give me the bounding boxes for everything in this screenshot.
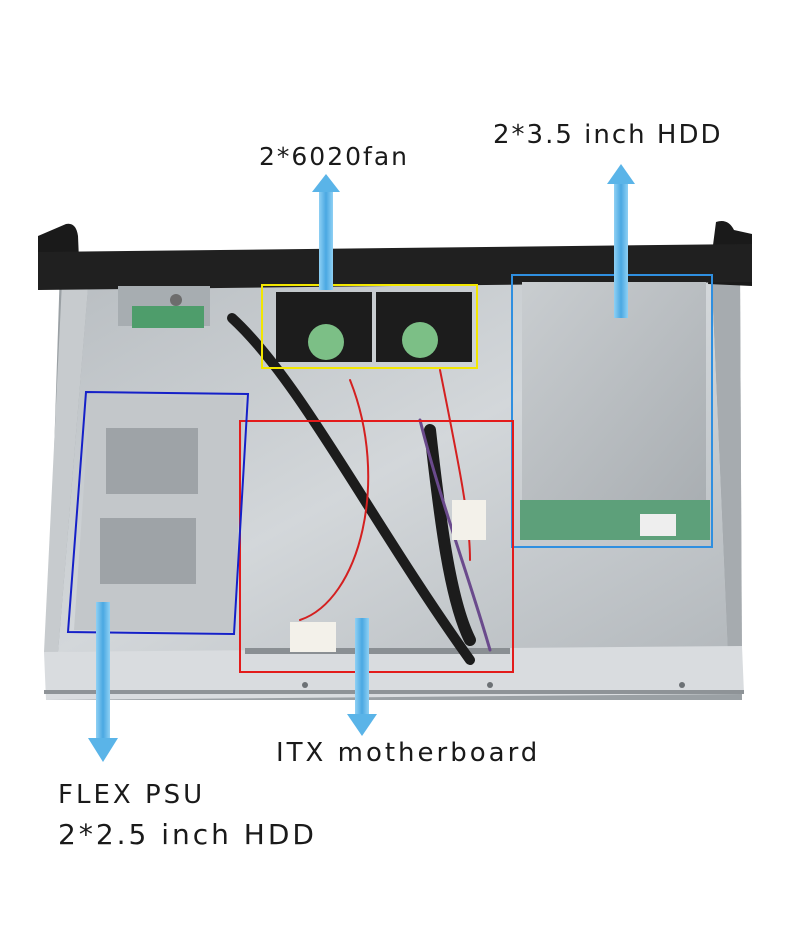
- arrow-itx: [347, 618, 377, 736]
- hdd35-drive: [520, 282, 710, 540]
- rack-front-bar: [38, 221, 752, 290]
- fans: [276, 292, 472, 362]
- screw: [487, 682, 493, 688]
- screw: [302, 682, 308, 688]
- hdd35-highlight-box: [511, 274, 713, 548]
- hdd25-label: 2*2.5 inch HDD: [58, 818, 317, 851]
- arrow-psu: [88, 602, 118, 762]
- fan-2-hub: [402, 322, 438, 358]
- fan-1-hub: [308, 324, 344, 360]
- vent-strip: [245, 648, 510, 654]
- chassis-right-wall: [712, 278, 742, 660]
- fans-label: 2*6020fan: [259, 142, 409, 171]
- itx-label: ITX motherboard: [276, 738, 541, 768]
- front-io-board: [118, 286, 210, 328]
- rack-bar: [38, 244, 752, 290]
- psu-label: FLEX PSU: [58, 780, 206, 810]
- hdd25-cage: [74, 396, 244, 632]
- screw: [679, 682, 685, 688]
- fan-highlight-box: [261, 284, 478, 369]
- psu-highlight-box: [66, 390, 250, 636]
- arrow-fans: [312, 174, 340, 290]
- hdd35-label: 2*3.5 inch HDD: [493, 120, 723, 150]
- chassis-left-wall: [44, 282, 88, 652]
- cables: [227, 313, 492, 665]
- arrow-hdd35: [607, 164, 635, 318]
- front-lip-edge: [44, 690, 744, 694]
